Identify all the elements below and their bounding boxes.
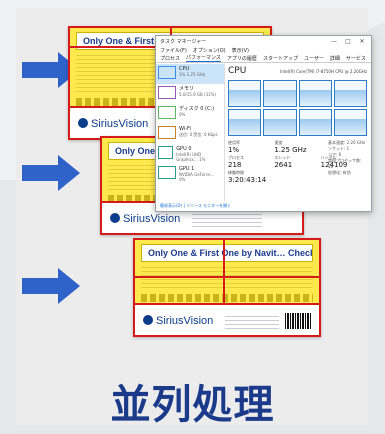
cpu-core-graphs [228,80,367,136]
window-title: タスク マネージャー [160,38,207,45]
resource-name: ディスク 0 (C:) [179,106,215,112]
task-manager-window[interactable]: タスク マネージャー — □ ✕ ファイル(F) オプション(O) 表示(V) … [155,35,372,212]
resource-sub: 送信: 0 受信: 0 Kbps [179,132,218,137]
disk-sparkline [158,106,176,119]
gpu1-sparkline [158,166,176,179]
resource-sub: 1% 1.25 GHz [179,72,206,77]
sirius-logo: SiriusVision [143,315,213,327]
tab-startup[interactable]: スタートアップ [262,55,298,62]
label-footer: SiriusVision [135,303,319,335]
red-guide-horizontal [135,276,319,278]
resource-item-disk[interactable]: ディスク 0 (C:)0% [156,104,224,124]
label-info [225,313,279,329]
minimize-button[interactable]: — [331,37,337,45]
maximize-button[interactable]: □ [345,37,351,45]
sirius-logo: SiriusVision [78,118,148,130]
resource-sub: 0% [179,112,186,117]
gpu0-sparkline [158,146,174,159]
logo-mark-icon [78,118,88,128]
cpu-heading: CPU [228,66,247,76]
core-graph [333,80,367,107]
sirius-logo: SiriusVision [110,213,180,225]
performance-panel: CPU Intel(R) Core(TM) i7-8750H CPU @ 2.2… [228,66,367,201]
arrow-right-icon [22,155,80,191]
resource-name: GPU 0 [176,146,192,152]
core-graph [263,80,297,107]
tab-performance[interactable]: パフォーマンス [186,55,221,62]
core-graph [228,80,262,107]
title-bar[interactable]: タスク マネージャー — □ ✕ [156,36,371,46]
resource-name: CPU [179,66,190,72]
menu-file[interactable]: ファイル(F) [160,47,187,54]
label-band [141,294,313,302]
resource-sub: Intel(R) UHD Graphics… 1% [176,152,206,162]
menu-view[interactable]: 表示(V) [231,47,249,54]
wifi-sparkline [158,126,176,139]
cpu-details: 基本速度: 2.20 GHz ソケット: 1 コア: 6 論理プロセッサ数: 1… [328,140,366,175]
red-guide-vertical [223,240,225,305]
resource-name: Wi-Fi [179,126,191,132]
tab-details[interactable]: 詳細 [329,55,340,62]
close-button[interactable]: ✕ [359,37,365,45]
resource-name: GPU 1 [178,166,195,172]
tab-app-history[interactable]: アプリの履歴 [226,55,257,62]
menu-options[interactable]: オプション(O) [192,47,226,54]
label-header: Only One & First One by Navit… Checker F… [141,244,313,262]
resource-sub: NVIDIA GeForce… 0% [178,172,215,182]
arrow-right-icon [22,52,80,88]
label-card-3: Only One & First One by Navit… Checker F… [133,238,321,337]
core-graph [333,109,367,136]
tab-processes[interactable]: プロセス [160,55,181,62]
core-graph [298,80,332,107]
tab-bar: プロセス パフォーマンス アプリの履歴 スタートアップ ユーザー 詳細 サービス [156,54,371,63]
label-info [192,211,262,227]
logo-mark-icon [110,213,120,223]
resource-sub: 5.0/15.9 GB (31%) [179,92,217,97]
cpu-model: Intel(R) Core(TM) i7-8750H CPU @ 2.20GHz [280,69,367,74]
core-graph [228,109,262,136]
barcode [285,313,311,329]
status-bar[interactable]: 簡易表示(D) | リソース モニターを開く [160,203,232,208]
tab-services[interactable]: サービス [345,55,366,62]
core-graph [263,109,297,136]
caption-title: 並列処理 [110,382,275,428]
arrow-right-icon [22,268,80,304]
tab-users[interactable]: ユーザー [303,55,324,62]
resource-name: メモリ [179,86,195,92]
logo-mark-icon [143,315,153,325]
core-graph [298,109,332,136]
cpu-sparkline [158,66,176,79]
menu-bar: ファイル(F) オプション(O) 表示(V) [156,46,371,54]
memory-sparkline [158,86,176,99]
